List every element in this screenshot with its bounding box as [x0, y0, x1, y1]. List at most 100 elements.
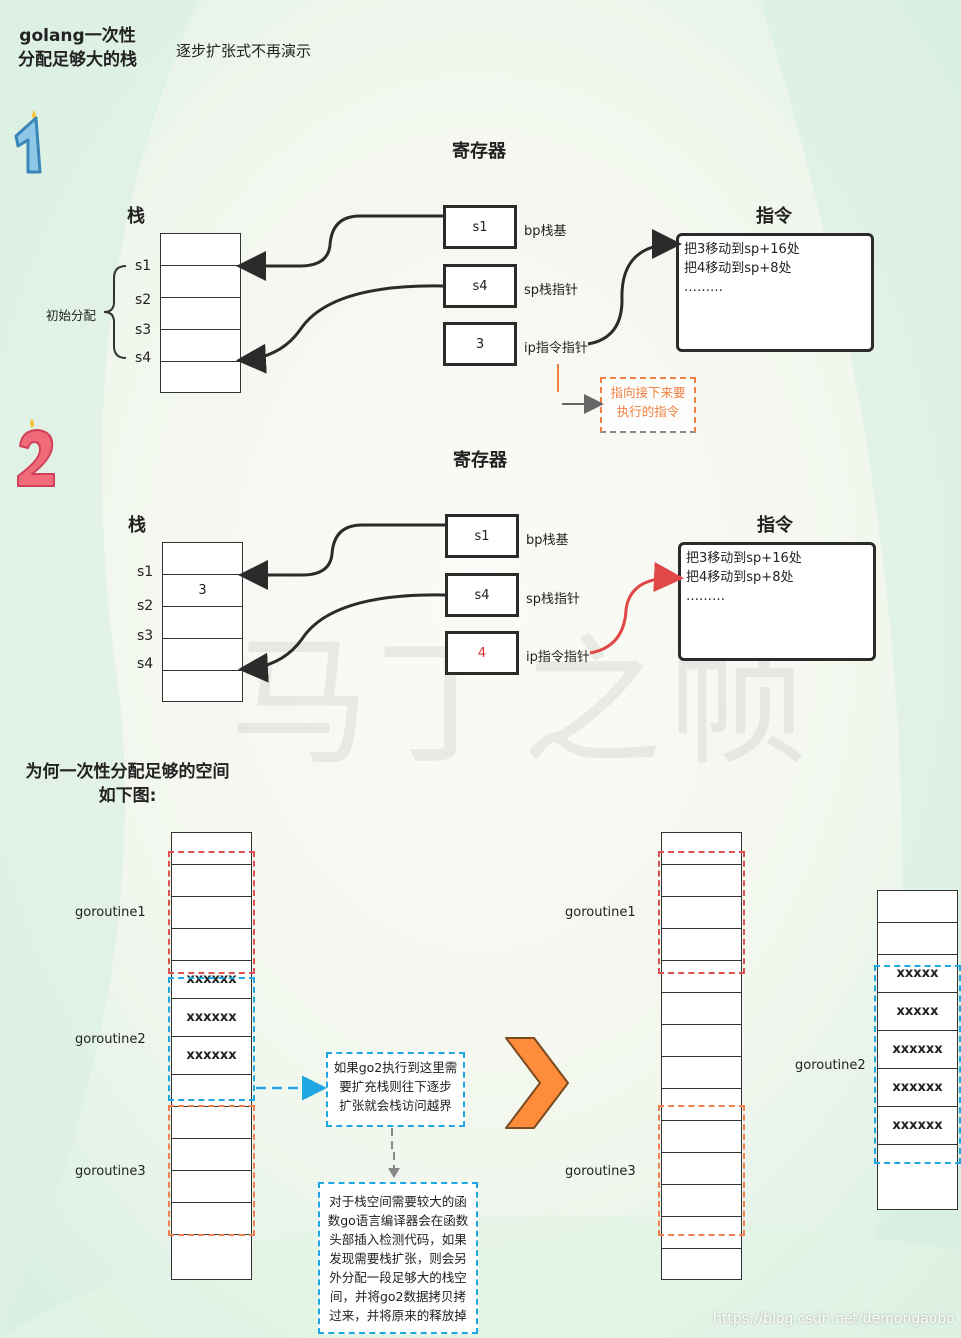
step1-stack-cell [161, 234, 240, 266]
far-right-label-goroutine2: goroutine2 [795, 1058, 866, 1073]
bp-arrow [238, 523, 445, 590]
step2-stack-cell [163, 607, 242, 639]
stack-cell: xxxxxx [172, 961, 251, 999]
step1-slot-s2: s2 [135, 292, 152, 308]
stack-cell: xxxxx [878, 955, 957, 993]
stack-cell [172, 1107, 251, 1139]
stack-cell [172, 1235, 251, 1267]
stack-cell [662, 1185, 741, 1217]
instruction-line: ……… [684, 280, 723, 295]
note-line: 扩张就会栈访问越界 [339, 1098, 452, 1113]
step2-register-ip: 4 [445, 631, 519, 675]
stack-cell [662, 961, 741, 993]
step2-register-ip-label: ip指令指针 [526, 650, 590, 665]
step1-register-sp: s4 [443, 264, 517, 308]
stack-cell [662, 993, 741, 1025]
why-title-line1: 为何一次性分配足够的空间 [25, 762, 230, 782]
step2-instr-title: 指令 [757, 515, 793, 536]
right-goroutine-stack [661, 832, 742, 1280]
note-line: 要扩充栈则往下逐步 [339, 1079, 452, 1094]
stack-cell [662, 1121, 741, 1153]
step1-stack-cell [161, 298, 240, 330]
overflow-note: 如果go2执行到这里需 要扩充栈则往下逐步 扩张就会栈访问越界 [326, 1052, 465, 1127]
stack-cell [662, 897, 741, 929]
bp-arrow [236, 214, 443, 281]
step2-slot-s4: s4 [137, 656, 154, 672]
step1-register-bp: s1 [443, 205, 517, 249]
title-line2: 分配足够大的栈 [18, 50, 137, 70]
step2-stack-title: 栈 [128, 515, 146, 536]
ip-note-line: 执行的指令 [616, 404, 680, 419]
footer-url: https://blog.csdn.net/demongaobo [713, 1311, 955, 1327]
step2-register-bp-label: bp栈基 [526, 533, 569, 548]
left-label-goroutine1: goroutine1 [75, 905, 146, 920]
stack-cell [662, 833, 741, 865]
step1-brace-icon [103, 265, 127, 359]
step1-stack-cell [161, 330, 240, 362]
note-line: 发现需要栈扩张，则会另 [329, 1251, 467, 1266]
step2-stack: 3 [162, 542, 243, 702]
left-goroutine-stack: xxxxxx xxxxxx xxxxxx [171, 832, 252, 1280]
compiler-note: 对于栈空间需要较大的函 数go语言编译器会在函数 头部插入检测代码，如果 发现需… [318, 1182, 478, 1334]
stack-cell: xxxxxx [878, 1107, 957, 1145]
instruction-line: 把3移动到sp+16处 [686, 551, 802, 566]
step1-brace-label: 初始分配 [46, 308, 97, 323]
step1-badge-icon [14, 110, 42, 174]
right-label-goroutine3: goroutine3 [565, 1164, 636, 1179]
stack-cell [662, 1217, 741, 1249]
step2-badge-icon [17, 418, 55, 487]
step1-stack [160, 233, 241, 393]
stack-cell [662, 929, 741, 961]
step1-stack-cell [161, 266, 240, 298]
instruction-line: 把4移动到sp+8处 [686, 570, 794, 585]
note-line: 头部插入检测代码，如果 [329, 1232, 467, 1247]
goroutine1-region [168, 851, 255, 974]
step2-register-bp: s1 [445, 514, 519, 558]
why-connectors [256, 1075, 400, 1178]
note-line: 过来，并将原来的释放掉 [329, 1308, 467, 1323]
note-line: 外分配一段足够大的栈空 [329, 1270, 467, 1285]
step2-stack-cell [163, 639, 242, 671]
stack-cell: xxxxxx [878, 1069, 957, 1107]
stack-cell [172, 929, 251, 961]
instruction-line: 把3移动到sp+16处 [684, 242, 800, 257]
ip-arrow [587, 229, 682, 346]
step2-slot-s2: s2 [137, 598, 154, 614]
new-goroutine2-region [874, 965, 961, 1164]
stack-cell [662, 1025, 741, 1057]
new-goroutine2-stack: xxxxx xxxxx xxxxxx xxxxxx xxxxxx [877, 890, 958, 1210]
note-line: 对于栈空间需要较大的函 [329, 1194, 467, 1209]
left-label-goroutine2: goroutine2 [75, 1032, 146, 1047]
step1-register-sp-label: sp栈指针 [524, 283, 579, 298]
ip-note-line: 指向接下来要 [610, 385, 686, 400]
step1-stack-title: 栈 [127, 206, 145, 227]
step2-register-sp-label: sp栈指针 [526, 592, 581, 607]
stack-cell [662, 865, 741, 897]
step1-instruction-box: 把3移动到sp+16处 把4移动到sp+8处 ……… [676, 233, 874, 352]
step2-connectors [238, 523, 684, 683]
step2-stack-cell [163, 543, 242, 575]
chevron-right-icon [505, 1037, 569, 1129]
page-title: golang一次性 分配足够大的栈 [5, 24, 150, 72]
sp-arrow [236, 284, 444, 374]
step2-instruction-box: 把3移动到sp+16处 把4移动到sp+8处 ……… [678, 542, 876, 661]
stack-cell [878, 923, 957, 955]
step2-stack-cell: 3 [163, 575, 242, 607]
step2-registers-title: 寄存器 [453, 450, 507, 471]
ip-arrow [589, 562, 684, 655]
right-goroutine1-region [658, 851, 745, 974]
step1-slot-s1: s1 [135, 258, 152, 274]
note-line: 数go语言编译器会在函数 [327, 1213, 469, 1228]
sp-arrow [238, 593, 446, 683]
stack-cell [172, 865, 251, 897]
stack-cell: xxxxxx [172, 1037, 251, 1075]
note-link [391, 1128, 395, 1170]
note-line: 如果go2执行到这里需 [333, 1060, 458, 1075]
stack-cell [662, 1089, 741, 1121]
step1-register-bp-label: bp栈基 [524, 224, 567, 239]
step1-connectors [236, 214, 682, 414]
stack-cell [172, 1139, 251, 1171]
goroutine3-region [168, 1105, 255, 1236]
stack-cell: xxxxxx [878, 1031, 957, 1069]
step1-instr-title: 指令 [756, 206, 792, 227]
